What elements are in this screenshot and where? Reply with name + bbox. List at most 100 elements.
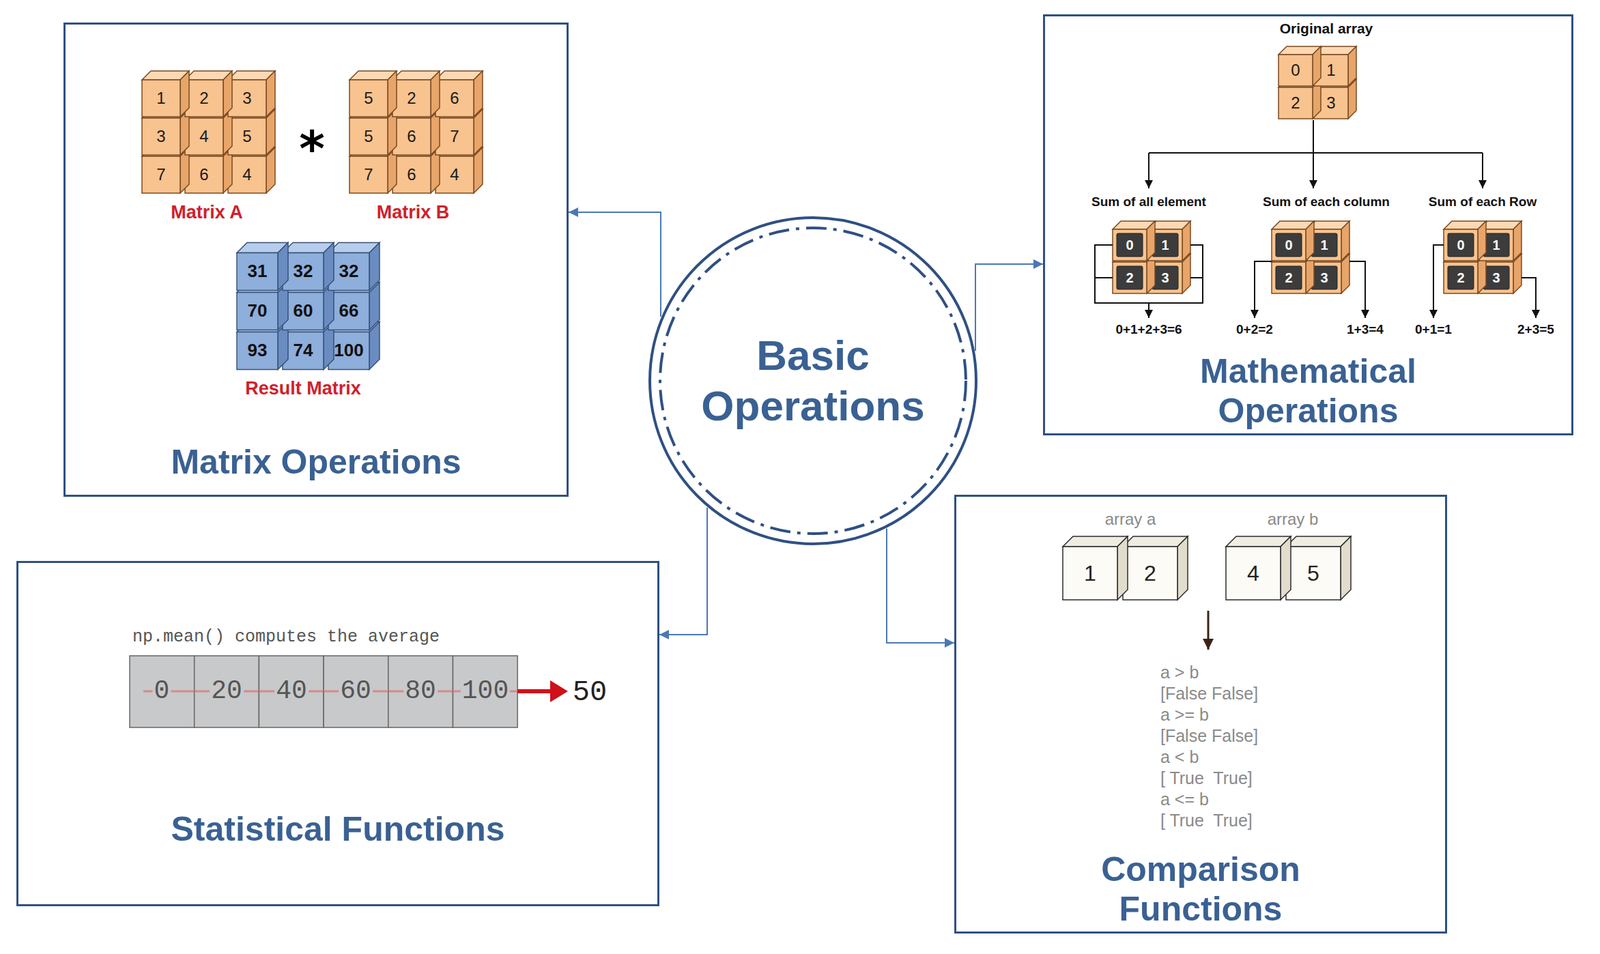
- cube-front: [392, 156, 431, 194]
- cell-number: 1: [1492, 237, 1500, 254]
- cube-front: [1278, 87, 1313, 119]
- mean-arrowhead: [550, 680, 568, 703]
- comparison-output: [False False]: [1160, 683, 1259, 704]
- cube-front: [282, 292, 324, 331]
- cell-number: 3: [1326, 93, 1336, 113]
- cube-highlight: [1311, 233, 1338, 257]
- cube-side: [1513, 221, 1522, 261]
- array-value: 100: [460, 678, 510, 705]
- cube-side: [369, 243, 380, 291]
- down-arrow: [1207, 610, 1210, 650]
- cell-number: 32: [339, 261, 360, 282]
- cube-front: [435, 79, 474, 117]
- sum-result: 0+1+2+3=6: [1115, 322, 1182, 338]
- matrix-caption: Result Matrix: [245, 378, 362, 400]
- cube-top: [1062, 536, 1128, 547]
- cube-side: [277, 243, 289, 291]
- cube-highlight: [1152, 233, 1179, 257]
- cell-number: 7: [363, 165, 373, 185]
- cube-front: [349, 118, 388, 155]
- section-box: Statistical Functions: [16, 561, 660, 907]
- array-caption: array b: [1267, 509, 1319, 530]
- comparison-output: [ True True]: [1160, 768, 1253, 789]
- cube-highlight: [1483, 233, 1510, 257]
- sum-result: 0+2=2: [1236, 322, 1274, 338]
- cube-highlight: [1116, 233, 1143, 257]
- cube-front: [227, 156, 267, 194]
- cell-number: 0: [1284, 237, 1293, 254]
- cube-side: [1348, 46, 1357, 87]
- sum-arrow: [1433, 245, 1444, 319]
- text-holder: Basic Operations: [683, 330, 943, 433]
- matrix-caption: Matrix A: [170, 202, 244, 224]
- section-title: Comparison Functions: [1043, 850, 1358, 930]
- array-value: 60: [338, 678, 373, 705]
- cell-number: 2: [406, 88, 416, 108]
- connector-arrow: [975, 264, 1044, 351]
- cube-front: [1278, 54, 1313, 87]
- cube-front: [435, 156, 474, 194]
- cell-number: 32: [293, 261, 314, 282]
- cube-front: [349, 79, 388, 117]
- cube-side: [1341, 221, 1350, 261]
- text-holder: Comparison Functions: [1043, 850, 1358, 930]
- tree-arrow: [1312, 152, 1314, 189]
- cube-top: [1286, 536, 1351, 547]
- cube-front: [1112, 229, 1147, 261]
- cell-number: 4: [1247, 561, 1260, 587]
- cell-number: 6: [406, 165, 416, 185]
- section-box: Mathematical Operations: [1043, 14, 1574, 436]
- cube-side: [1477, 221, 1487, 261]
- array-caption: array a: [1105, 509, 1157, 530]
- mean-result: 50: [572, 676, 607, 710]
- text-holder: Statistical Functions: [30, 810, 646, 850]
- branch-caption: Sum of all element: [1091, 194, 1207, 210]
- central-circle: Basic Operations: [647, 215, 979, 547]
- array-value: 20: [209, 678, 244, 705]
- cell-number: 7: [449, 126, 459, 147]
- cube-side: [223, 70, 233, 117]
- sum-arrow: [1254, 261, 1272, 319]
- cube-side: [1182, 221, 1191, 261]
- cube-side: [266, 70, 276, 117]
- cell-number: 4: [449, 165, 459, 185]
- cell-number: 60: [293, 301, 314, 322]
- sum-arrow: [1349, 261, 1366, 319]
- cube-highlight: [1275, 233, 1302, 257]
- connector-arrow: [659, 507, 708, 635]
- cell-number: 1: [1320, 237, 1328, 254]
- comparison-output: [False False]: [1160, 726, 1259, 747]
- cube-front: [141, 79, 181, 117]
- cube-side: [1305, 221, 1314, 261]
- cube-side: [323, 243, 334, 291]
- cube-front: [1443, 262, 1478, 294]
- tree-arrow: [1148, 152, 1150, 189]
- comparison-output: [ True True]: [1160, 810, 1253, 831]
- cube-front: [1443, 229, 1478, 261]
- cell-number: 6: [406, 126, 416, 147]
- cube-highlight: [1311, 266, 1338, 290]
- cell-number: 1: [1326, 60, 1336, 80]
- cell-number: 3: [1492, 270, 1500, 287]
- cell-number: 2: [1284, 270, 1293, 287]
- comparison-output: a >= b: [1160, 705, 1209, 725]
- inner-ring: [660, 227, 966, 534]
- cell-number: 3: [156, 126, 166, 147]
- cube-front: [349, 156, 388, 194]
- cube-front: [1062, 546, 1118, 600]
- cube-front: [141, 156, 181, 194]
- cube-front: [1112, 262, 1147, 294]
- cell-number: 6: [199, 165, 209, 185]
- cell-number: 5: [1307, 561, 1320, 587]
- cube-front: [1122, 546, 1178, 600]
- comparison-output: a > b: [1160, 662, 1199, 683]
- matrix-caption: Matrix B: [376, 202, 450, 224]
- function-note: np.mean() computes the average: [132, 627, 440, 648]
- cube-front: [328, 332, 370, 370]
- cell-number: 2: [1125, 270, 1134, 287]
- cell-number: 3: [1161, 270, 1169, 287]
- array-cell: [453, 655, 519, 728]
- section-title: Statistical Functions: [30, 810, 646, 850]
- cell-number: 3: [1320, 270, 1328, 287]
- cube-side: [473, 70, 483, 117]
